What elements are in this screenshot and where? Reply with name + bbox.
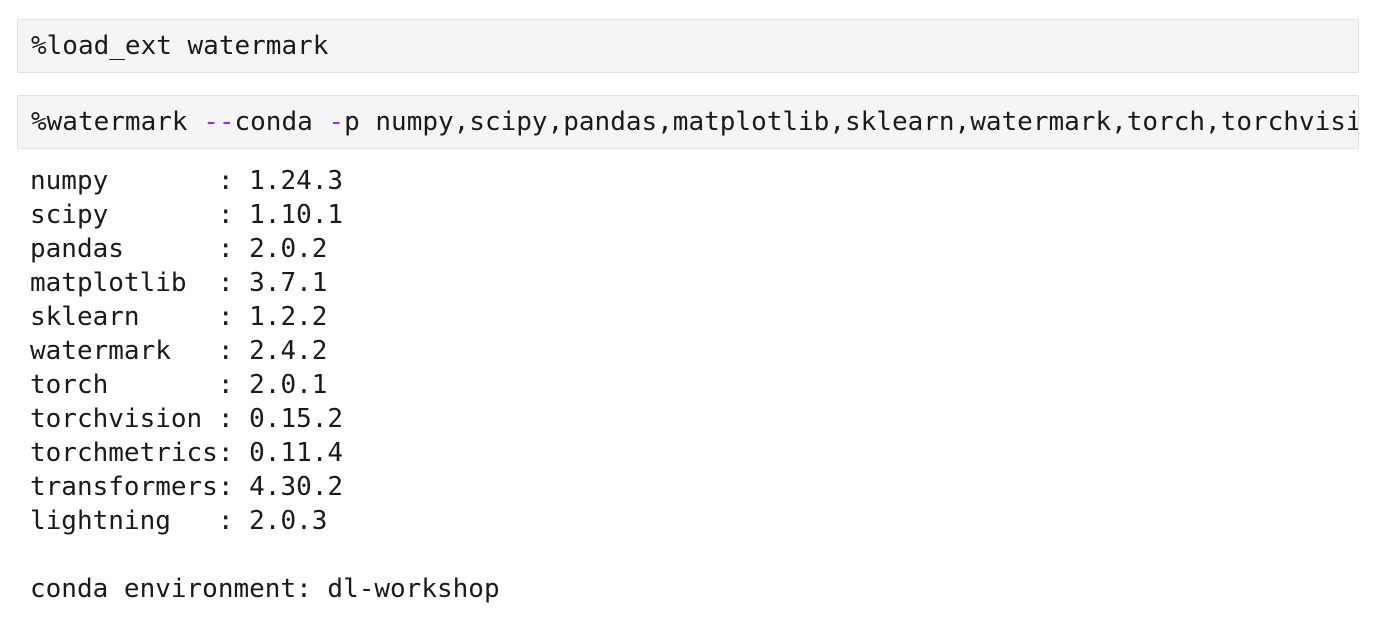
code-cell-watermark[interactable]: %watermark --conda -p numpy,scipy,pandas… (17, 95, 1359, 149)
output-line-watermark: watermark : 2.4.2 (30, 336, 328, 366)
output-line-scipy: scipy : 1.10.1 (30, 200, 344, 230)
code-cell-watermark-source[interactable]: %watermark --conda -p numpy,scipy,pandas… (31, 105, 1358, 139)
double-dash-operator-token: -- (203, 107, 235, 137)
output-line-blank (30, 538, 1359, 572)
output-line-numpy: numpy : 1.24.3 (30, 166, 344, 196)
output-line-lightning: lightning : 2.0.3 (30, 506, 328, 536)
output-line-torch: torch : 2.0.1 (30, 370, 328, 400)
code-cell-load-ext-source[interactable]: %load_ext watermark (31, 31, 329, 61)
conda-flag-name-token: conda (234, 107, 329, 137)
output-line-conda-environment: conda environment: dl-workshop (30, 574, 500, 604)
output-line-matplotlib: matplotlib : 3.7.1 (30, 268, 328, 298)
package-list-token: numpy,scipy,pandas,matplotlib,sklearn,wa… (359, 107, 1359, 137)
dash-operator-token: - (328, 107, 345, 137)
output-line-torchvision: torchvision : 0.15.2 (30, 404, 344, 434)
output-line-sklearn: sklearn : 1.2.2 (30, 302, 328, 332)
magic-command-token: %watermark (31, 107, 204, 137)
code-cell-load-ext[interactable]: %load_ext watermark (17, 19, 1359, 73)
output-line-torchmetrics: torchmetrics: 0.11.4 (30, 438, 344, 468)
output-line-transformers: transformers: 4.30.2 (30, 472, 344, 502)
p-flag-name-token: p (344, 107, 360, 137)
output-line-pandas: pandas : 2.0.2 (30, 234, 328, 264)
cell-output: numpy : 1.24.3 scipy : 1.10.1 pandas : 2… (30, 164, 1359, 606)
